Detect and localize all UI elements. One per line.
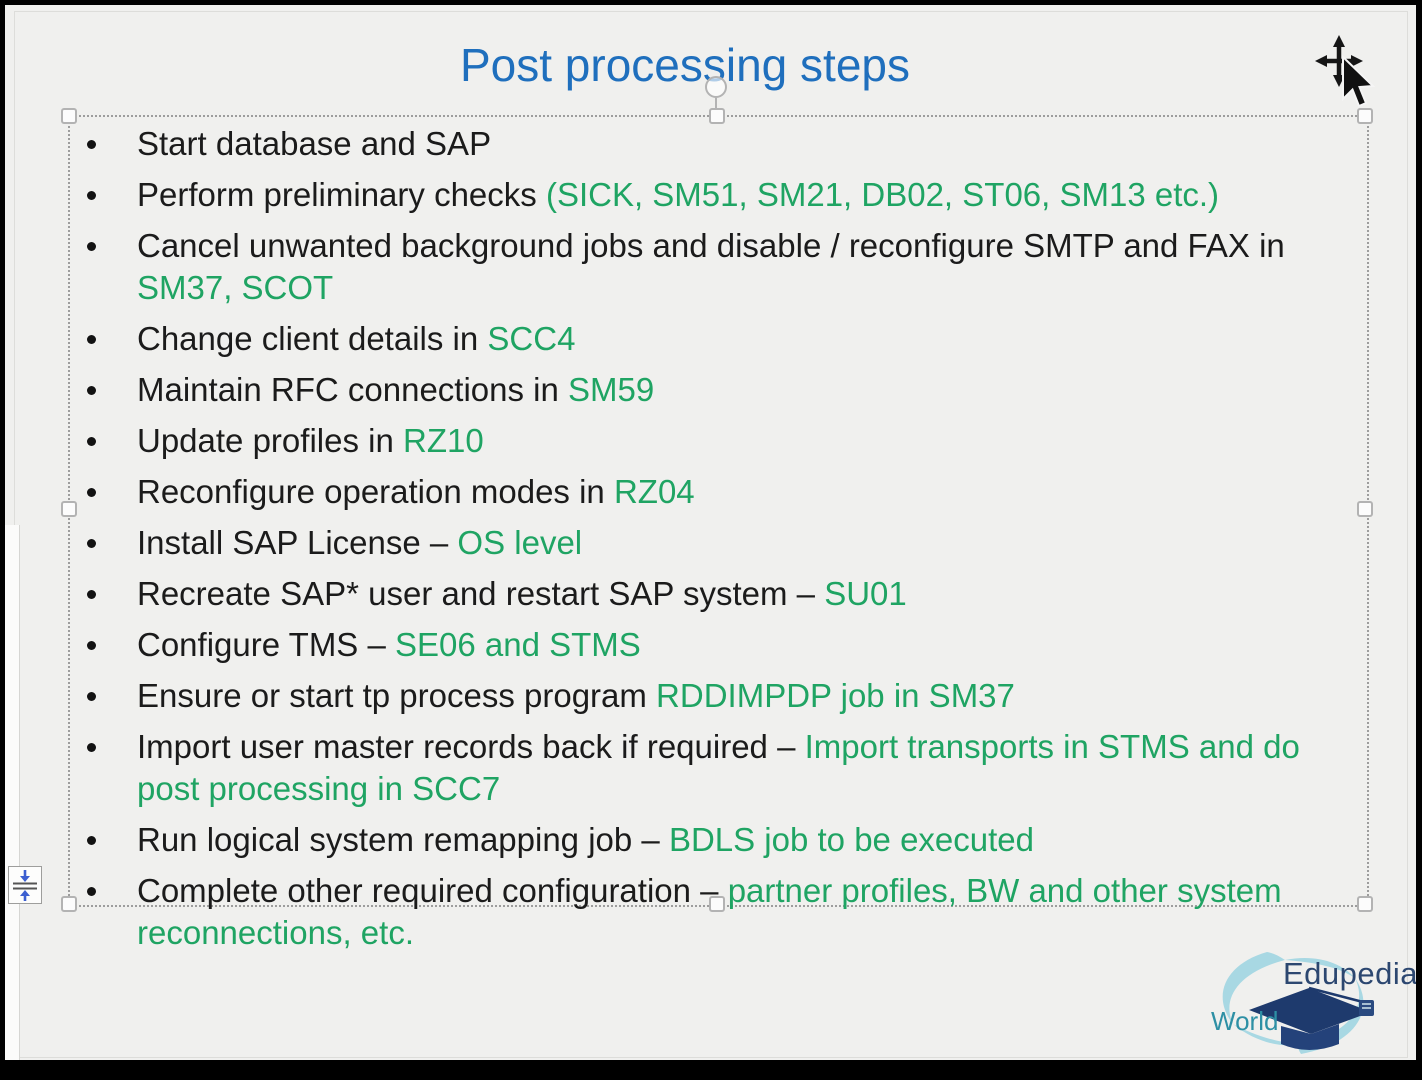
text-segment: Complete other required configuration – [137,872,728,909]
bullet-list[interactable]: Start database and SAP Perform preliminar… [85,123,1357,963]
bullet-dot [85,624,137,666]
logo-name-text: Edupedia [1283,956,1416,991]
resize-handle-top-center[interactable] [709,108,725,124]
list-item: Maintain RFC connections in SM59 [85,369,1357,411]
rotation-handle-icon[interactable] [705,76,727,98]
text-segment: partner profiles, BW and other system re… [137,872,1282,951]
text-segment: Update profiles in [137,422,403,459]
bullet-dot [85,225,137,309]
list-item: Run logical system remapping job – BDLS … [85,819,1357,861]
resize-handle-bottom-right[interactable] [1357,896,1373,912]
bullet-text: Ensure or start tp process program RDDIM… [137,675,1357,717]
text-segment: SU01 [824,575,907,612]
list-item: Perform preliminary checks (SICK, SM51, … [85,174,1357,216]
panel-edge [5,525,20,1060]
bullet-dot [85,420,137,462]
text-segment: SM59 [568,371,655,408]
text-segment: Recreate SAP* user and restart SAP syste… [137,575,825,612]
list-item: Configure TMS – SE06 and STMS [85,624,1357,666]
text-segment: RZ10 [402,422,484,459]
bullet-dot [85,573,137,615]
list-item: Start database and SAP [85,123,1357,165]
text-segment: Maintain RFC connections in [137,371,569,408]
resize-handle-middle-left[interactable] [61,501,77,517]
text-segment: RZ04 [613,473,695,510]
text-segment: Cancel unwanted background jobs and disa… [137,227,1285,264]
bullet-dot [85,318,137,360]
bullet-dot [85,123,137,165]
list-item: Install SAP License – OS level [85,522,1357,564]
bullet-dot [85,174,137,216]
autofit-shrink-icon [13,870,37,901]
bullet-text: Configure TMS – SE06 and STMS [137,624,1357,666]
bullet-text: Recreate SAP* user and restart SAP syste… [137,573,1357,615]
text-segment: Perform preliminary checks [137,176,546,213]
text-segment: RDDIMPDP job in SM37 [656,677,1015,714]
edupedia-logo: Edupedia World [1205,948,1416,1060]
text-segment: Reconfigure operation modes in [137,473,614,510]
bullet-dot [85,369,137,411]
list-item: Ensure or start tp process program RDDIM… [85,675,1357,717]
bullet-text: Run logical system remapping job – BDLS … [137,819,1357,861]
text-segment: OS level [457,524,583,561]
bullet-dot [85,726,137,810]
text-segment: (SICK, SM51, SM21, DB02, ST06, SM13 etc.… [545,176,1220,213]
bullet-dot [85,819,137,861]
bullet-text: Perform preliminary checks (SICK, SM51, … [137,174,1357,216]
bullet-dot [85,471,137,513]
resize-handle-middle-right[interactable] [1357,501,1373,517]
graduation-cap-icon [1249,986,1374,1050]
bullet-text: Complete other required configuration – … [137,870,1357,954]
list-item: Reconfigure operation modes in RZ04 [85,471,1357,513]
list-item: Import user master records back if requi… [85,726,1357,810]
rotation-handle-stem [715,98,717,114]
bullet-dot [85,522,137,564]
text-segment: Configure TMS – [137,626,396,663]
text-segment: Change client details in [137,320,488,357]
resize-handle-top-left[interactable] [61,108,77,124]
slide-title[interactable]: Post processing steps [459,39,910,91]
bullet-text: Cancel unwanted background jobs and disa… [137,225,1357,309]
list-item: Complete other required configuration – … [85,870,1357,954]
resize-handle-top-right[interactable] [1357,108,1373,124]
text-segment: Run logical system remapping job – [137,821,669,858]
logo-world-text: World [1211,1006,1279,1036]
bullet-text: Change client details in SCC4 [137,318,1357,360]
text-segment: Import user master records back if requi… [137,728,805,765]
list-item: Recreate SAP* user and restart SAP syste… [85,573,1357,615]
list-item: Change client details in SCC4 [85,318,1357,360]
resize-handle-bottom-center[interactable] [709,896,725,912]
bullet-text: Install SAP License – OS level [137,522,1357,564]
text-segment: Import transports in STMS and do post pr… [137,728,1300,807]
list-item: Update profiles in RZ10 [85,420,1357,462]
logo-swoosh-icon [1222,952,1374,1054]
text-segment: Ensure or start tp process program [137,677,657,714]
bullet-text: Maintain RFC connections in SM59 [137,369,1357,411]
bullet-text: Update profiles in RZ10 [137,420,1357,462]
text-segment: SCC4 [487,320,576,357]
autofit-options-button[interactable] [8,866,42,904]
move-cursor-icon [1315,33,1381,122]
bullet-dot [85,675,137,717]
bullet-text: Start database and SAP [137,123,1357,165]
bullet-text: Import user master records back if requi… [137,726,1357,810]
text-segment: SM37, SCOT [137,269,334,306]
text-segment: BDLS job to be executed [668,821,1035,858]
text-segment: Install SAP License – [137,524,458,561]
text-segment: Start database and SAP [137,125,492,162]
bullet-dot [85,870,137,954]
slide-canvas: Post processing steps Start database and… [5,5,1416,1060]
list-item: Cancel unwanted background jobs and disa… [85,225,1357,309]
text-segment: SE06 and STMS [395,626,641,663]
bullet-text: Reconfigure operation modes in RZ04 [137,471,1357,513]
resize-handle-bottom-left[interactable] [61,896,77,912]
